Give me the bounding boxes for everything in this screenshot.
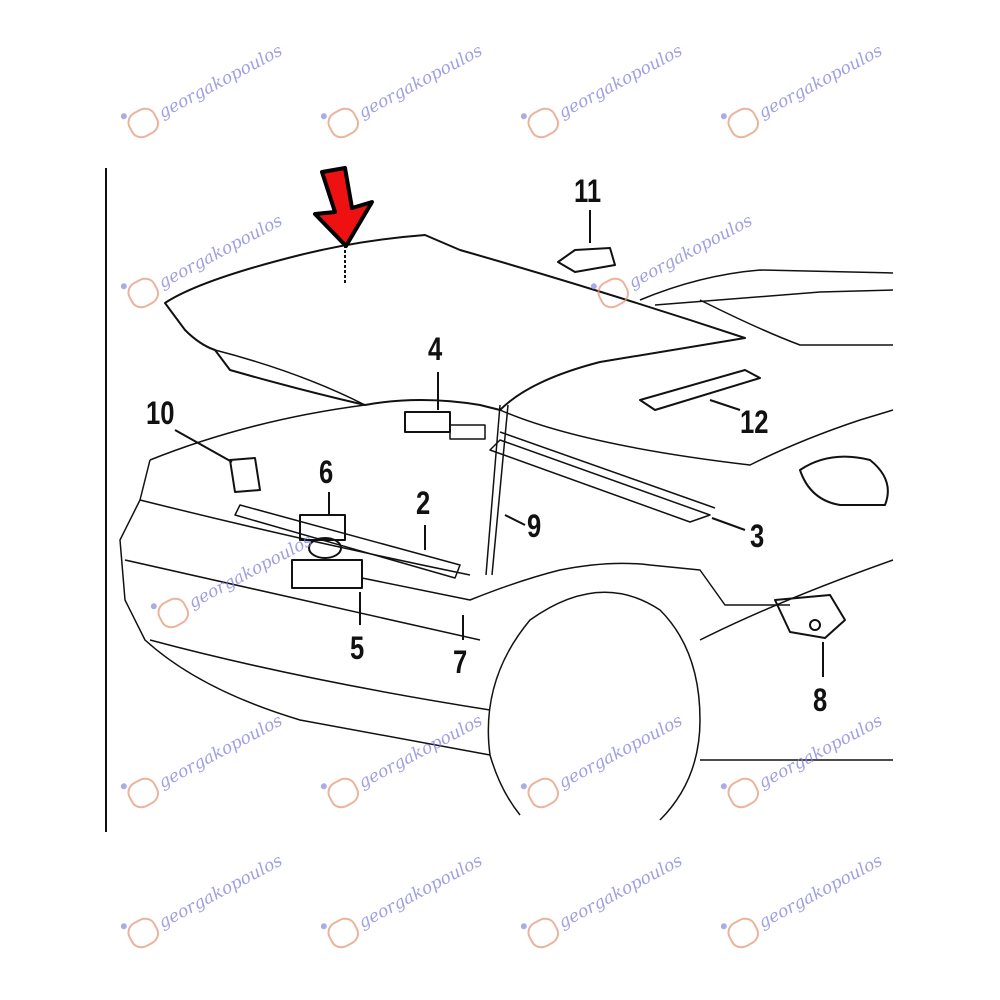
hood-bumper-11 (557, 247, 616, 273)
release-cable-7 (361, 562, 790, 606)
callout-4: 4 (428, 331, 443, 367)
callout-10: 10 (146, 395, 175, 431)
lock-5 (291, 559, 363, 589)
callout-12: 12 (740, 404, 769, 440)
callout-2: 2 (416, 485, 431, 521)
latch-6 (299, 514, 346, 541)
callout-7: 7 (453, 644, 468, 680)
callout-5: 5 (350, 630, 365, 666)
side-mirror (799, 455, 889, 506)
car-roof (639, 269, 894, 346)
fender-arch (487, 591, 701, 821)
seal-2 (234, 504, 461, 579)
release-handle-8 (774, 594, 846, 639)
hood-hinge-4 (404, 411, 451, 433)
weatherstrip-12 (639, 369, 761, 411)
callout-9: 9 (527, 508, 542, 544)
callout-3: 3 (750, 518, 765, 554)
callout-6: 6 (319, 454, 334, 490)
hood-prop-rod-9 (485, 404, 509, 576)
bracket-10 (229, 457, 261, 493)
callout-11: 11 (574, 173, 602, 209)
callout-8: 8 (813, 682, 828, 718)
leader-lines (174, 210, 824, 677)
highlight-arrow (313, 166, 374, 248)
car-body (119, 404, 894, 756)
hood (164, 234, 746, 411)
cowl-seal-3 (489, 431, 716, 523)
